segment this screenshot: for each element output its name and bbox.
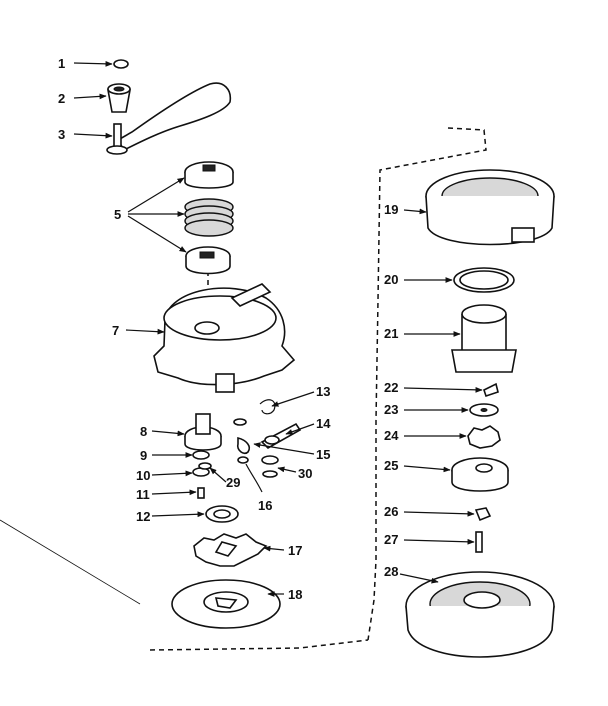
part-25-spool (451, 457, 509, 492)
diagonal-line (0, 519, 141, 605)
callout-28: 28 (384, 564, 398, 579)
callout-24: 24 (384, 428, 399, 443)
part-15-pawl (236, 436, 251, 455)
callout-3: 3 (58, 127, 65, 142)
part-1-cap (113, 59, 129, 69)
part-9-washer (192, 450, 210, 460)
callout-25: 25 (384, 458, 398, 473)
part-29-washer (198, 462, 212, 470)
part-5-spring-assembly (184, 161, 234, 275)
callout-27: 27 (384, 532, 398, 547)
callout-22: 22 (384, 380, 398, 395)
part-30-washer (261, 455, 279, 478)
assembly-boundary-bottom (149, 639, 369, 651)
part-26-nut (474, 507, 492, 522)
part-28-lower-housing (405, 571, 555, 658)
callout-5: 5 (114, 207, 121, 222)
part-11-pin (197, 487, 205, 499)
callout-12: 12 (136, 509, 150, 524)
part-13-clip (233, 399, 276, 426)
part-18-base-disc (171, 579, 281, 629)
callout-20: 20 (384, 272, 398, 287)
assembly-boundary-right (367, 127, 487, 641)
callout-23: 23 (384, 402, 398, 417)
part-23-washer (469, 403, 499, 417)
callout-2: 2 (58, 91, 65, 106)
callout-11: 11 (136, 487, 150, 502)
callout-1: 1 (58, 56, 65, 71)
callout-14: 14 (316, 416, 331, 431)
part-16-spring (237, 456, 263, 493)
callout-29: 29 (226, 475, 240, 490)
part-14-lever (260, 422, 302, 449)
callout-18: 18 (288, 587, 302, 602)
callout-21: 21 (384, 326, 398, 341)
part-7-housing (153, 283, 296, 393)
callout-19: 19 (384, 202, 398, 217)
callout-30: 30 (298, 466, 312, 481)
part-12-ring (205, 505, 239, 523)
callout-7: 7 (112, 323, 119, 338)
part-2-knob (107, 83, 131, 113)
part-17-cam-plate (193, 533, 268, 567)
part-8-gear (184, 413, 222, 451)
part-24-star-washer (467, 425, 501, 449)
callout-17: 17 (288, 543, 302, 558)
part-20-ring (453, 267, 515, 293)
callout-10: 10 (136, 468, 150, 483)
callout-26: 26 (384, 504, 398, 519)
part-21-cylinder (451, 304, 517, 373)
callout-13: 13 (316, 384, 330, 399)
callout-16: 16 (258, 498, 272, 513)
leader-lines (73, 60, 483, 597)
part-22-clip (483, 382, 499, 398)
callout-8: 8 (140, 424, 147, 439)
callout-15: 15 (316, 447, 330, 462)
part-3-crank-handle (106, 82, 232, 155)
part-27-pin (475, 531, 483, 553)
callout-9: 9 (140, 448, 147, 463)
part-19-ring-housing (425, 169, 555, 246)
callout-labels: 1 2 3 5 7 8 9 10 11 12 13 14 15 16 17 18… (58, 56, 399, 602)
